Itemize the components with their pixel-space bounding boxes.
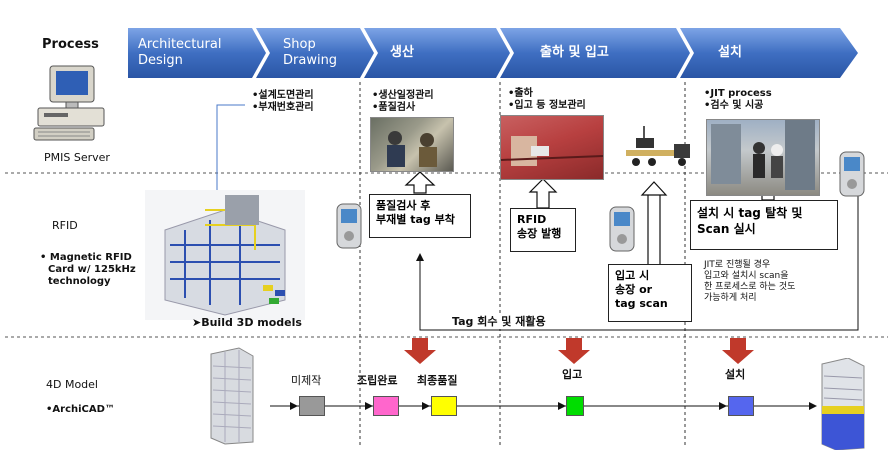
hollow-arrow <box>640 181 668 196</box>
archicad-label: •ArchiCAD™ <box>46 404 115 415</box>
rfid-label: RFID <box>52 219 78 232</box>
install-notes: •JIT process•검수 및 시공 <box>704 88 772 111</box>
chevron-stage-2 <box>256 28 374 78</box>
shipping-notes: •출하•입고 등 정보관리 <box>508 88 586 111</box>
rfid-description: • Magnetic RFID Card w/ 125kHz technolog… <box>40 252 136 287</box>
production-photo <box>370 117 454 172</box>
truck-icon <box>626 126 690 166</box>
state-label-installed: 설치 <box>725 368 746 381</box>
state-label-final: 최종품질 <box>417 374 458 387</box>
hollow-arrow <box>528 178 558 209</box>
stage-4-label: 출하 및 입고 <box>540 45 609 60</box>
install-photo <box>706 119 820 196</box>
state-square-received <box>566 396 584 416</box>
state-square-final <box>431 396 457 416</box>
pmis-server-label: PMIS Server <box>44 151 110 164</box>
rfid-reader-icon <box>839 151 865 197</box>
chevron-stage-4 <box>500 28 690 78</box>
computer-icon <box>33 65 105 141</box>
production-notes: •생산일정관리•품질검사 <box>372 90 434 113</box>
tag-recycle-label: Tag 회수 및 재활용 <box>450 313 548 329</box>
state-label-unmade: 미제작 <box>291 374 322 387</box>
stage-5-label: 설치 <box>718 45 742 60</box>
design-notes: •설계도면관리•부재번호관리 <box>252 90 314 113</box>
state-label-assembled: 조립완료 <box>357 374 398 387</box>
tag-recycle-line <box>416 190 859 331</box>
state-label-received: 입고 <box>562 368 583 381</box>
chevron-stage-1 <box>128 28 266 78</box>
state-square-assembled <box>373 396 399 416</box>
rfid-reader-icon <box>336 203 362 249</box>
rfid-reader-icon <box>609 206 635 252</box>
connector-line <box>216 104 245 195</box>
chevron-stage-5 <box>680 28 858 78</box>
tower-model-right <box>821 358 865 450</box>
hollow-arrow <box>404 171 436 194</box>
state-square-installed <box>728 396 754 416</box>
3d-building-model <box>145 190 305 320</box>
tower-model-left <box>210 347 254 445</box>
process-label: Process <box>42 37 99 52</box>
process-chevrons <box>128 28 858 78</box>
shipping-photo <box>500 115 604 180</box>
model-label: 4D Model <box>46 378 98 391</box>
state-square-unmade <box>299 396 325 416</box>
red-down-arrow <box>404 338 754 364</box>
stage-3-label: 생산 <box>390 45 414 60</box>
build-3d-label: ➤Build 3D models <box>192 316 302 329</box>
chevron-stage-3 <box>364 28 510 78</box>
